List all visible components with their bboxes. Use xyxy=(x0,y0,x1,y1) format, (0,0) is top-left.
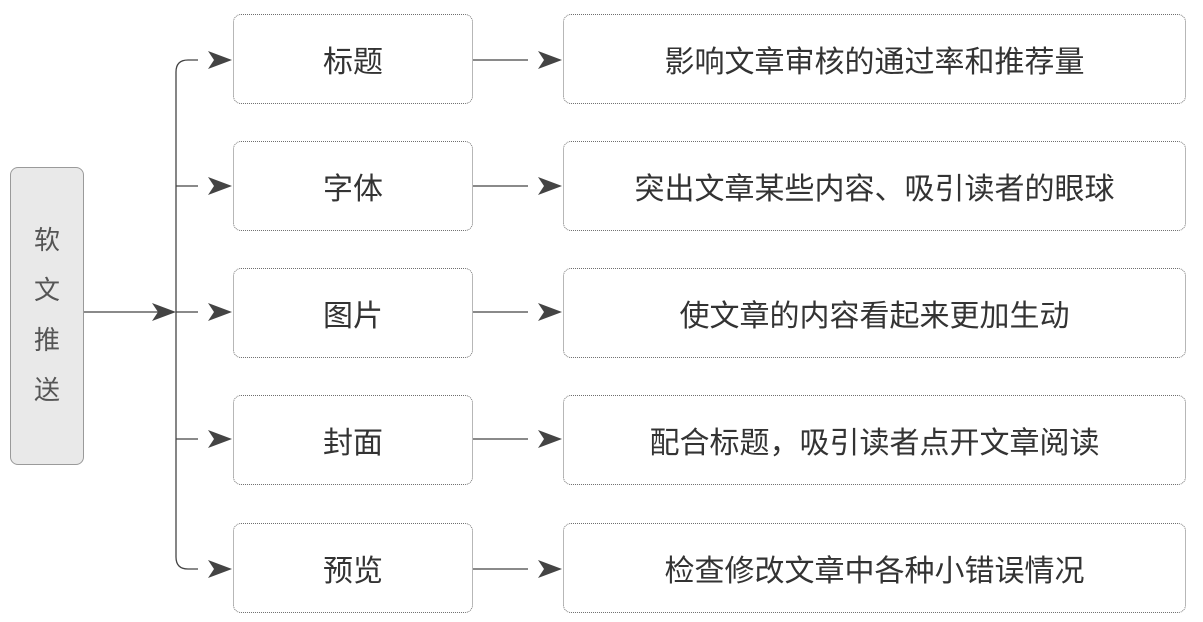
category-node-image: 图片 xyxy=(233,268,473,358)
arrowhead-cat-1 xyxy=(208,51,232,69)
root-label: 软文推送 xyxy=(33,226,60,406)
arrowhead-cat-4 xyxy=(208,430,232,448)
arrowhead-desc-2 xyxy=(538,177,562,195)
category-node-title: 标题 xyxy=(233,14,473,104)
root-node: 软文推送 xyxy=(10,167,84,465)
description-node-image: 使文章的内容看起来更加生动 xyxy=(563,268,1186,358)
arrowhead-desc-1 xyxy=(538,51,562,69)
arrowhead-desc-4 xyxy=(538,430,562,448)
description-node-title: 影响文章审核的通过率和推荐量 xyxy=(563,14,1186,104)
category-node-cover: 封面 xyxy=(233,395,473,485)
arrowhead-desc-3 xyxy=(538,303,562,321)
arrowhead-cat-2 xyxy=(208,177,232,195)
description-node-font: 突出文章某些内容、吸引读者的眼球 xyxy=(563,141,1186,231)
category-node-font: 字体 xyxy=(233,141,473,231)
description-node-preview: 检查修改文章中各种小错误情况 xyxy=(563,523,1186,613)
arrowhead-root xyxy=(152,303,176,321)
arrowhead-cat-3 xyxy=(208,303,232,321)
category-node-preview: 预览 xyxy=(233,523,473,613)
description-node-cover: 配合标题，吸引读者点开文章阅读 xyxy=(563,395,1186,485)
branch-spine xyxy=(175,59,198,570)
arrowhead-cat-5 xyxy=(208,560,232,578)
arrowhead-desc-5 xyxy=(538,560,562,578)
